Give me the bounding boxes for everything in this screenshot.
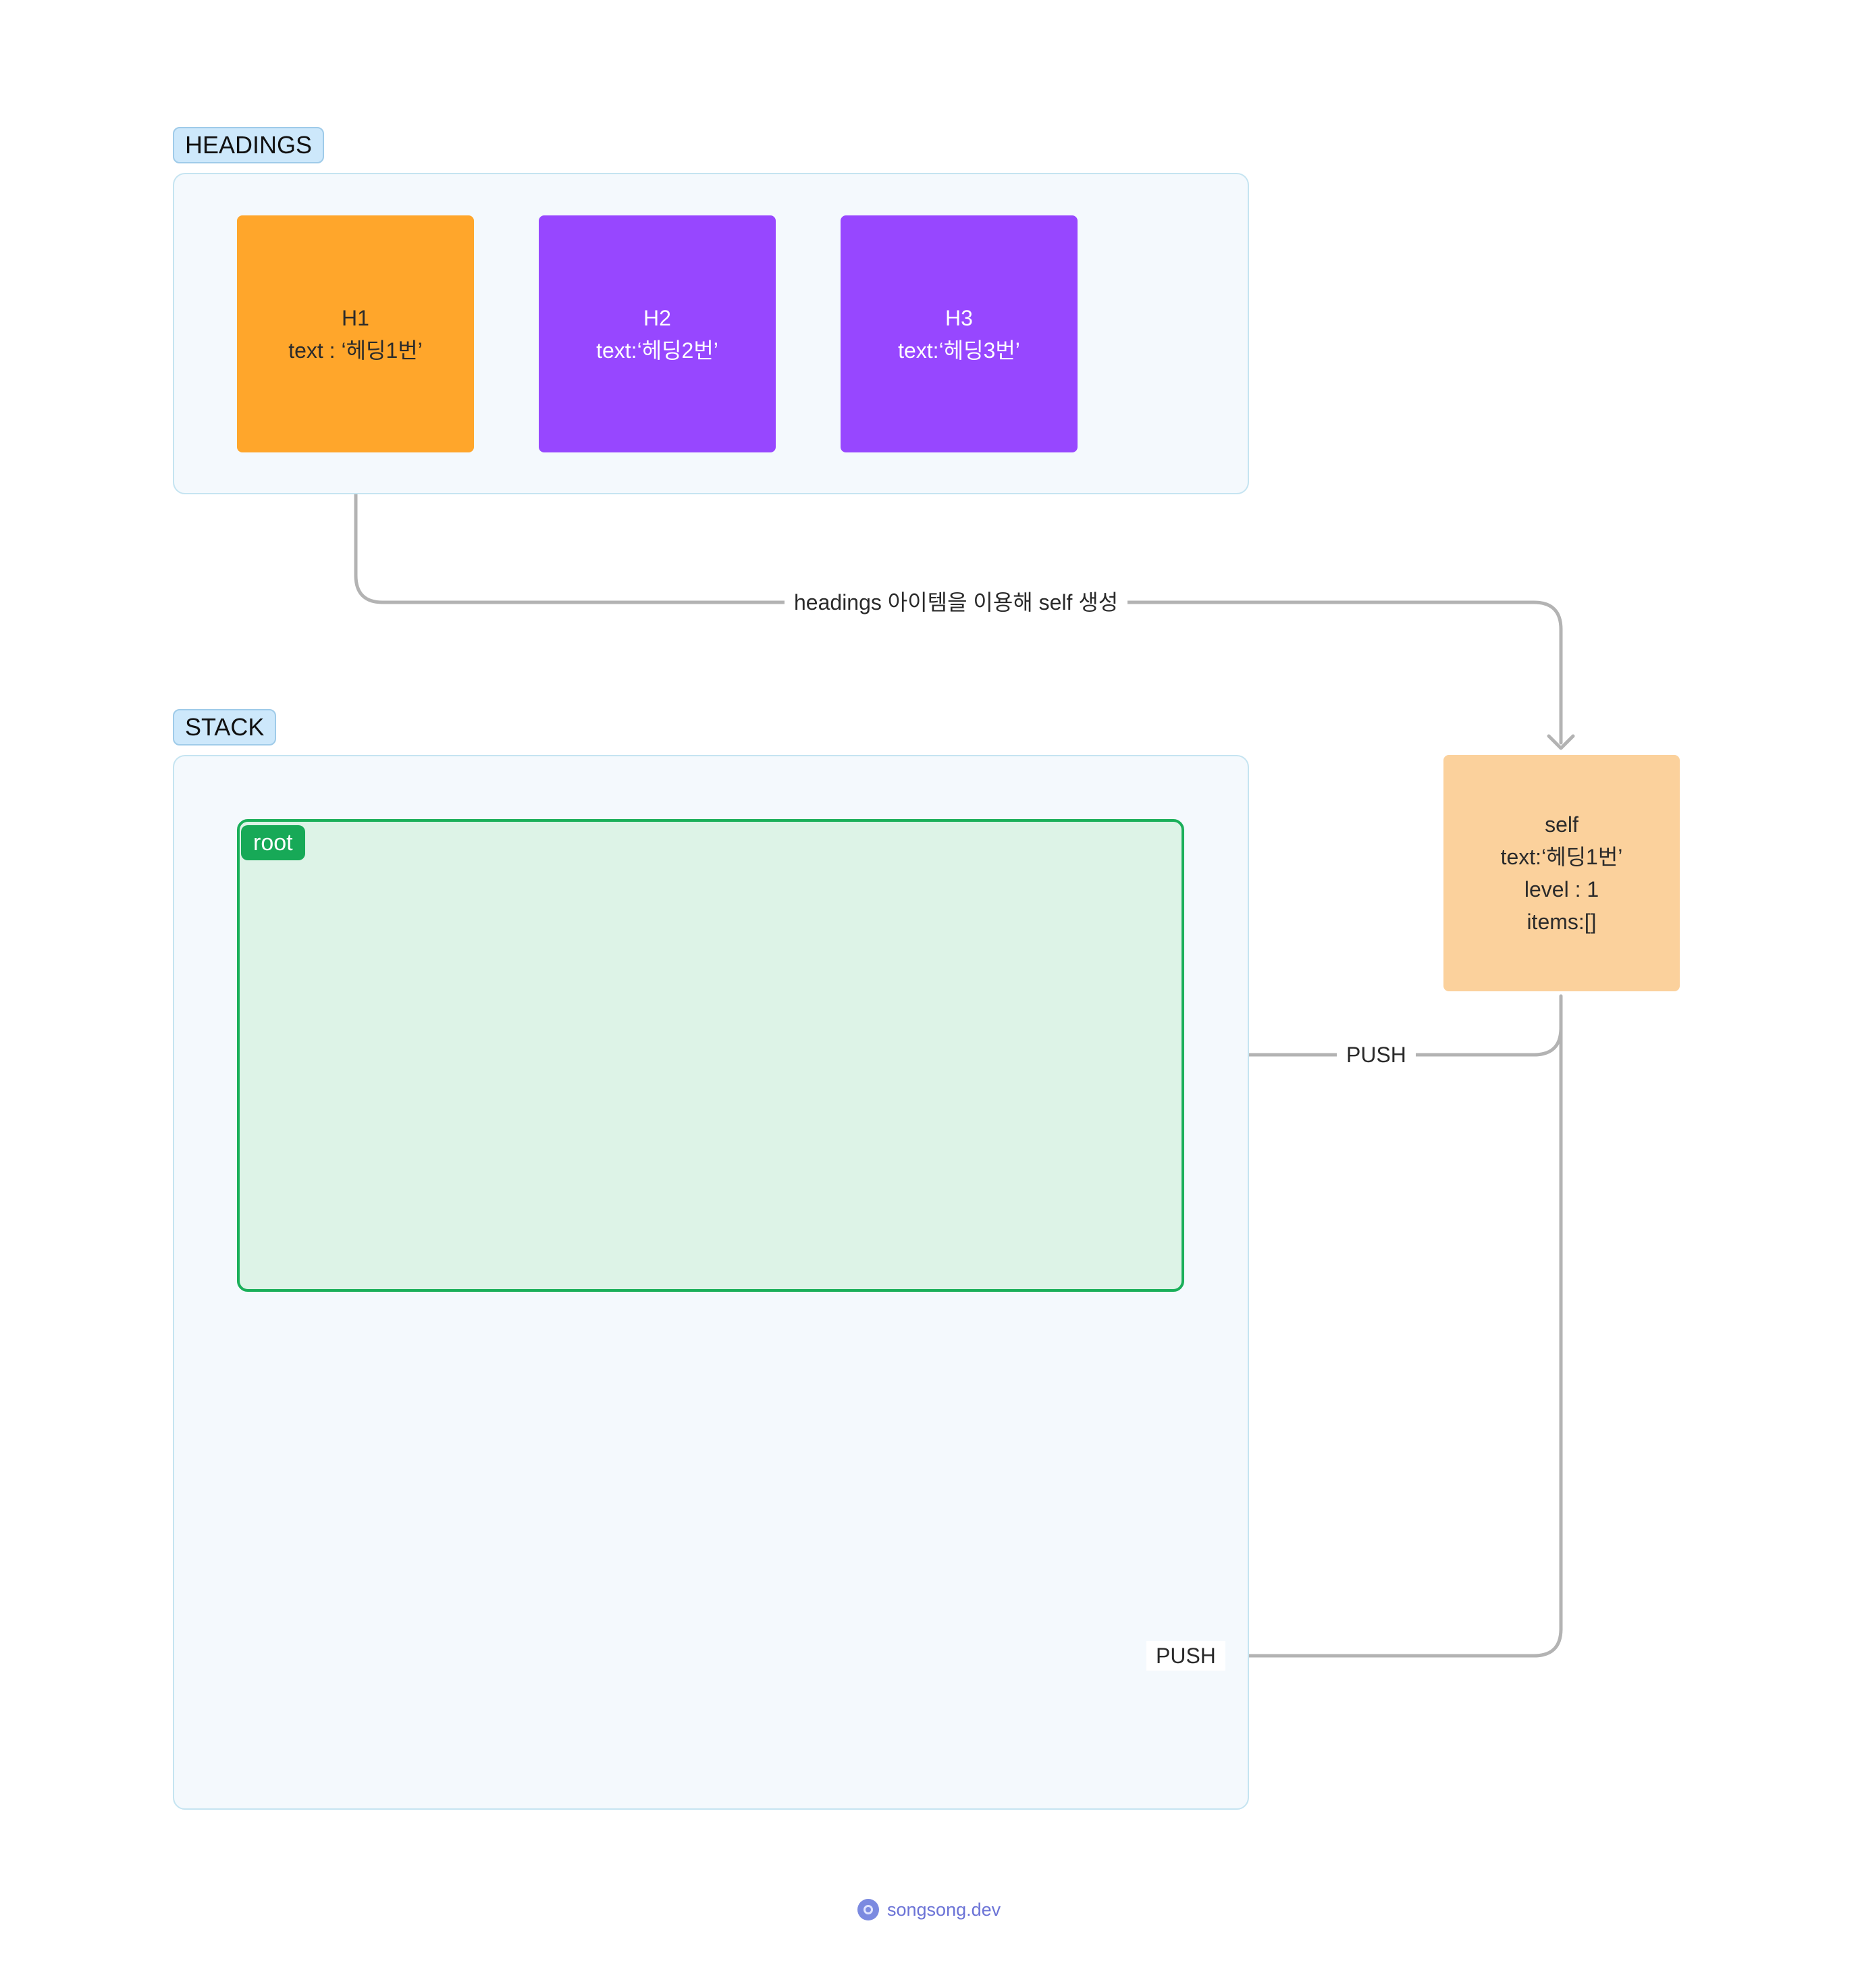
stack-section-label-text: STACK <box>185 713 265 741</box>
footer-watermark: songsong.dev <box>857 1899 1001 1920</box>
self-node-line-name: self <box>1545 812 1578 837</box>
push-edge-label-2: PUSH <box>1146 1641 1225 1671</box>
stack-section-label: STACK <box>173 709 277 746</box>
push-edge-label-1: PUSH <box>1337 1040 1416 1070</box>
stack-root-label-text: root <box>253 830 293 856</box>
heading-card-h1[interactable]: H1 text : ‘헤딩1번’ <box>237 215 474 452</box>
headings-section-label: HEADINGS <box>173 127 325 163</box>
create-self-edge-label-text: headings 아이템을 이용해 self 생성 <box>794 590 1119 614</box>
create-self-edge-label: headings 아이템을 이용해 self 생성 <box>785 587 1128 617</box>
heading-card-h2[interactable]: H2 text:‘헤딩2번’ <box>539 215 776 452</box>
self-node-line-text: text:‘헤딩1번’ <box>1500 845 1623 869</box>
heading-card-h3-text: text:‘헤딩3번’ <box>898 338 1020 363</box>
push-edge-2 <box>808 1026 1563 1658</box>
footer-site-name: songsong.dev <box>887 1899 1001 1920</box>
self-node-card[interactable]: self text:‘헤딩1번’ level : 1 items:[] <box>1443 755 1680 991</box>
heading-card-h1-title: H1 <box>342 305 369 330</box>
headings-section-label-text: HEADINGS <box>185 131 313 159</box>
push-edge-label-1-text: PUSH <box>1346 1043 1406 1067</box>
heading-card-h3-title: H3 <box>945 305 973 330</box>
push-edge-label-2-text: PUSH <box>1156 1644 1216 1668</box>
stack-root-label: root <box>241 825 305 860</box>
heading-card-h2-text: text:‘헤딩2번’ <box>596 338 718 363</box>
heading-card-h1-text: text : ‘헤딩1번’ <box>288 338 423 363</box>
site-logo-icon <box>857 1899 879 1920</box>
heading-card-h2-title: H2 <box>643 305 671 330</box>
heading-card-h3[interactable]: H3 text:‘헤딩3번’ <box>841 215 1078 452</box>
stack-root-container[interactable] <box>237 819 1184 1292</box>
self-node-line-level: level : 1 <box>1524 877 1599 901</box>
create-edge-arrowhead <box>1547 734 1575 750</box>
self-node-line-items: items:[] <box>1527 910 1597 934</box>
